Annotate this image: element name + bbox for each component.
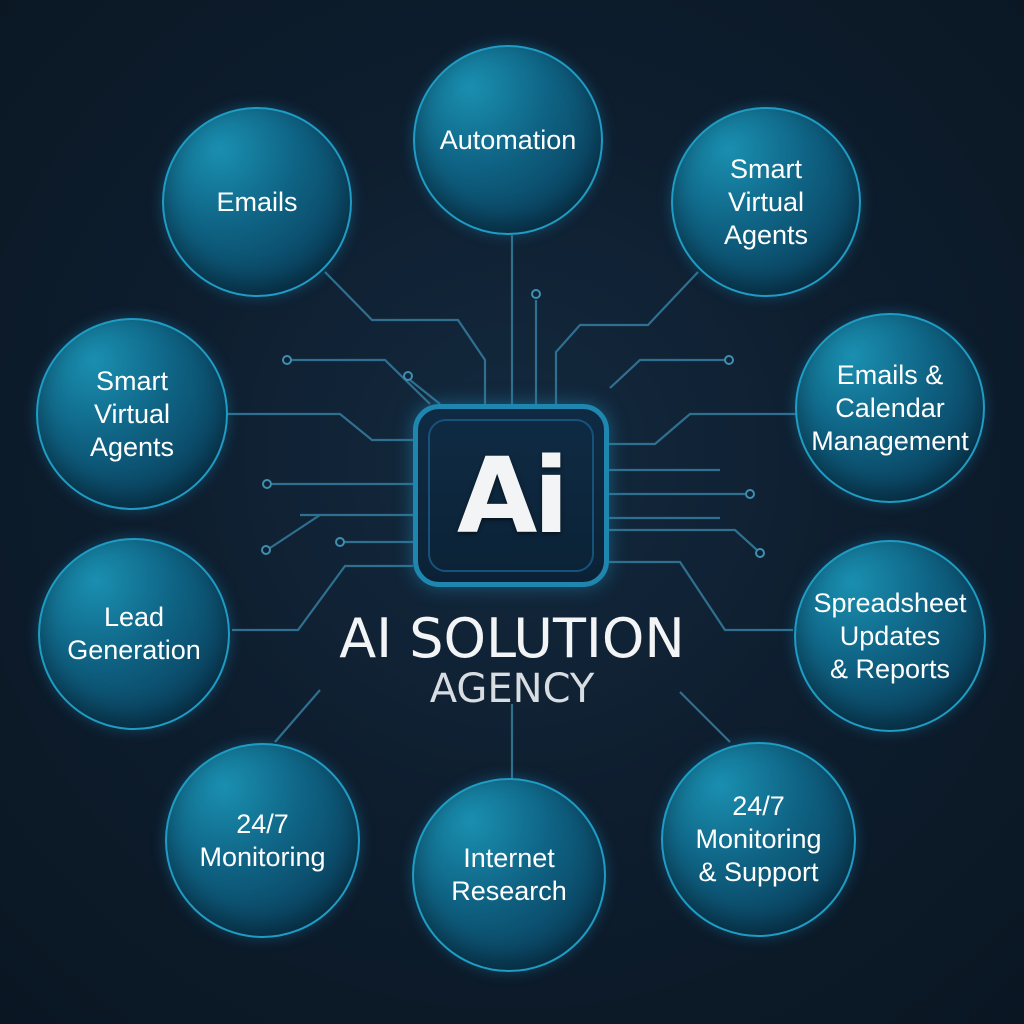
node-spreadsheet: Spreadsheet Updates & Reports (794, 540, 986, 732)
ai-chip-inner: Ai (428, 419, 594, 572)
agency-subtitle: AGENCY (429, 666, 595, 712)
node-label: Internet Research (451, 843, 567, 906)
ai-logo-text: Ai (456, 434, 569, 557)
node-label: Emails (216, 186, 298, 217)
node-label: Spreadsheet Updates & Reports (813, 587, 967, 684)
node-label: 24/7 Monitoring (199, 808, 326, 872)
node-lead-generation: Lead Generation (38, 538, 230, 730)
node-label: Automation (439, 124, 577, 155)
node-smart-virtual-agents-left: Smart Virtual Agents (36, 318, 228, 510)
node-monitoring-support: 24/7 Monitoring & Support (661, 742, 856, 937)
node-internet-research: Internet Research (412, 778, 606, 972)
node-label: 24/7 Monitoring & Support (695, 791, 822, 887)
node-emails: Emails (162, 107, 352, 297)
node-emails-calendar: Emails & Calendar Management (795, 313, 985, 503)
node-label: Smart Virtual Agents (723, 153, 809, 250)
node-monitoring: 24/7 Monitoring (165, 743, 360, 938)
node-label: Emails & Calendar Management (811, 359, 969, 456)
ai-chip-logo: Ai (413, 404, 609, 587)
node-smart-virtual-agents-right: Smart Virtual Agents (671, 107, 861, 297)
agency-title: AI SOLUTION (339, 607, 685, 670)
node-label: Smart Virtual Agents (89, 365, 175, 462)
node-automation: Automation (413, 45, 603, 235)
node-label: Lead Generation (67, 602, 201, 665)
